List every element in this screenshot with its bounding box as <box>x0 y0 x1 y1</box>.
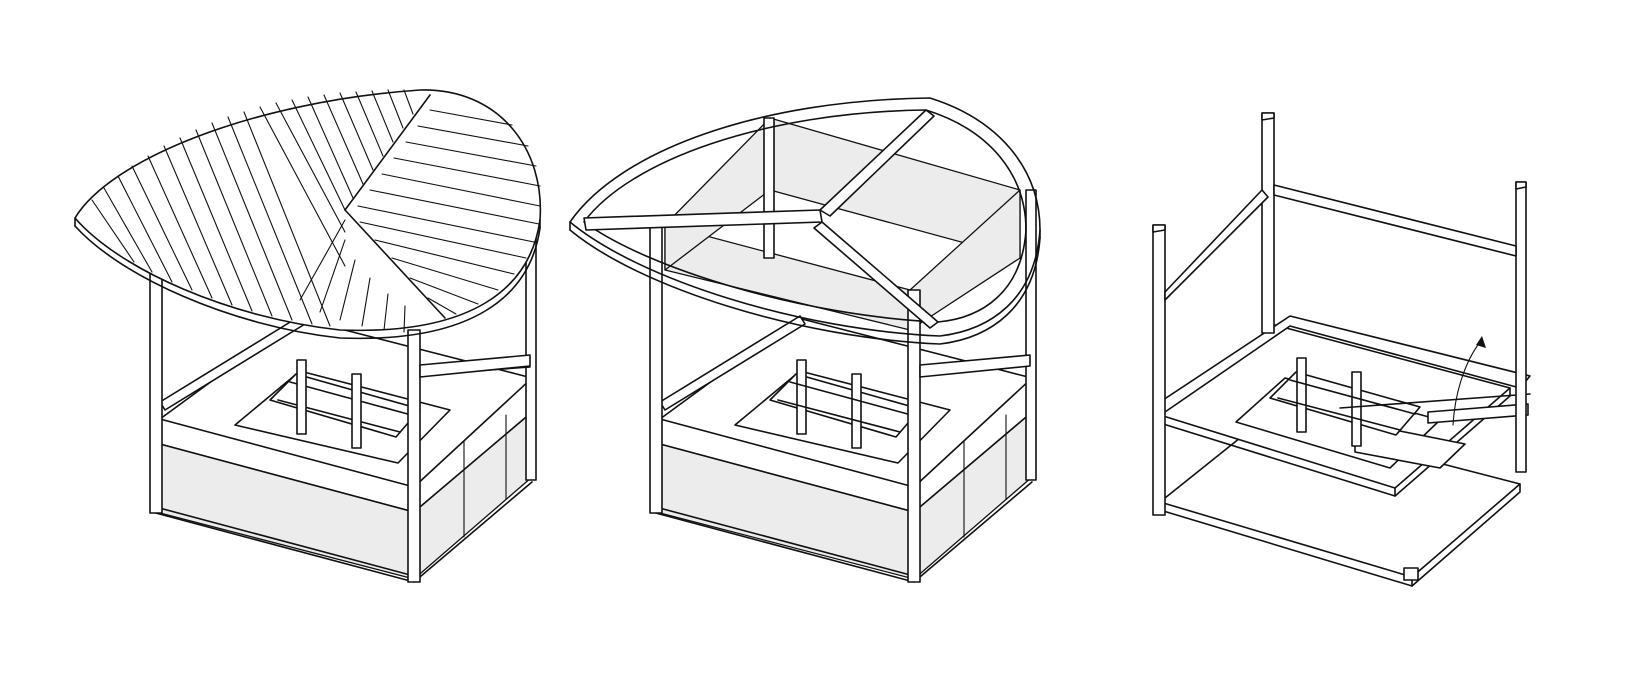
corner-posts-2 <box>649 117 1037 583</box>
slatted-canopy <box>74 89 542 340</box>
corner-posts-3 <box>1152 112 1527 516</box>
rotation-arrow-icon <box>1452 336 1486 426</box>
corner-posts <box>149 234 537 583</box>
ring-roof-frame <box>569 97 1041 345</box>
kiosk-base-body-2 <box>651 315 1033 583</box>
inner-grid-tray-3 <box>1269 357 1421 447</box>
assembled-kiosk-with-slatted-canopy <box>74 89 542 583</box>
kiosk-frame-with-ring-roof <box>569 97 1041 583</box>
kiosk-base-body <box>151 315 533 583</box>
open-kiosk-frame-with-folding-shelf <box>1152 112 1531 587</box>
upper-beams <box>1164 184 1517 301</box>
inner-grid-tray <box>269 359 421 449</box>
canopy-slats <box>91 89 541 333</box>
